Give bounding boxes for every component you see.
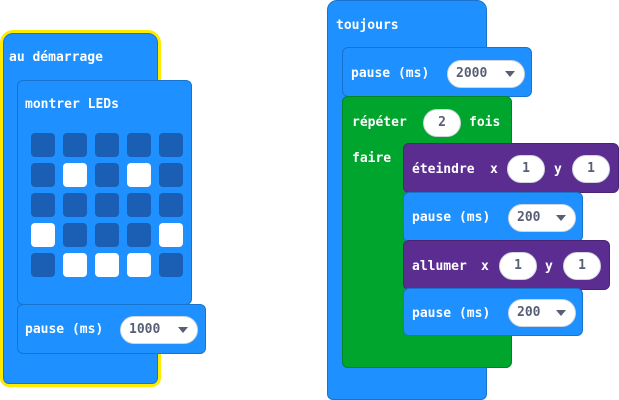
unplot-y-value: 1 <box>587 161 595 176</box>
unplot-y-label: y <box>554 162 562 177</box>
repeat-suffix-label: fois <box>469 115 501 130</box>
show-leds-block[interactable]: montrer LEDs <box>17 80 192 305</box>
on-start-pause-block[interactable]: pause (ms) 1000 <box>17 304 206 354</box>
repeat-count-value: 2 <box>438 115 446 130</box>
plot-x-label: x <box>481 259 489 274</box>
plot-block[interactable]: allumer x 1 y 1 <box>403 240 610 290</box>
led-cell-4-2[interactable] <box>95 253 119 277</box>
repeat-pause-block-2[interactable]: pause (ms) 200 <box>403 288 583 336</box>
led-cell-4-0[interactable] <box>31 253 55 277</box>
plot-y-label: y <box>545 259 553 274</box>
led-cell-3-4[interactable] <box>159 223 183 247</box>
led-cell-0-4[interactable] <box>159 133 183 157</box>
led-cell-1-0[interactable] <box>31 163 55 187</box>
pause-duration-dropdown[interactable]: 200 <box>508 204 576 232</box>
repeat-pause-block-1[interactable]: pause (ms) 200 <box>403 192 583 242</box>
led-cell-0-0[interactable] <box>31 133 55 157</box>
plot-y-input[interactable]: 1 <box>563 252 601 280</box>
pause-duration-value: 200 <box>517 210 541 225</box>
on-start-label: au démarrage <box>9 50 103 65</box>
led-cell-1-1[interactable] <box>63 163 87 187</box>
repeat-label: répéter <box>352 115 407 130</box>
pause-label: pause (ms) <box>25 322 104 337</box>
plot-label: allumer <box>412 259 467 274</box>
show-leds-label: montrer LEDs <box>25 97 119 112</box>
pause-duration-dropdown[interactable]: 2000 <box>447 60 525 88</box>
caret-down-icon <box>556 310 566 316</box>
led-cell-2-0[interactable] <box>31 193 55 217</box>
forever-pause-block[interactable]: pause (ms) 2000 <box>342 47 532 97</box>
led-cell-2-2[interactable] <box>95 193 119 217</box>
led-cell-4-3[interactable] <box>127 253 151 277</box>
plot-x-input[interactable]: 1 <box>499 252 537 280</box>
pause-label: pause (ms) <box>412 306 491 321</box>
unplot-x-input[interactable]: 1 <box>507 155 545 183</box>
pause-duration-value: 1000 <box>129 322 161 337</box>
pause-duration-value: 2000 <box>456 66 488 81</box>
led-cell-1-4[interactable] <box>159 163 183 187</box>
led-cell-4-1[interactable] <box>63 253 87 277</box>
pause-duration-dropdown[interactable]: 1000 <box>120 316 198 344</box>
led-cell-0-3[interactable] <box>127 133 151 157</box>
led-cell-2-4[interactable] <box>159 193 183 217</box>
pause-label: pause (ms) <box>351 66 430 81</box>
led-cell-2-1[interactable] <box>63 193 87 217</box>
led-cell-1-3[interactable] <box>127 163 151 187</box>
led-cell-3-0[interactable] <box>31 223 55 247</box>
repeat-do-label: faire <box>352 151 392 166</box>
unplot-x-label: x <box>490 162 498 177</box>
plot-y-value: 1 <box>578 258 586 273</box>
caret-down-icon <box>556 215 566 221</box>
led-cell-1-2[interactable] <box>95 163 119 187</box>
led-cell-3-3[interactable] <box>127 223 151 247</box>
unplot-label: éteindre <box>412 162 475 177</box>
led-matrix[interactable] <box>31 133 186 283</box>
led-cell-0-1[interactable] <box>63 133 87 157</box>
led-cell-4-4[interactable] <box>159 253 183 277</box>
unplot-x-value: 1 <box>522 161 530 176</box>
unplot-y-input[interactable]: 1 <box>572 155 610 183</box>
led-cell-2-3[interactable] <box>127 193 151 217</box>
plot-x-value: 1 <box>514 258 522 273</box>
led-cell-3-2[interactable] <box>95 223 119 247</box>
pause-label: pause (ms) <box>412 210 491 225</box>
led-cell-0-2[interactable] <box>95 133 119 157</box>
unplot-block[interactable]: éteindre x 1 y 1 <box>403 143 619 193</box>
forever-label: toujours <box>336 18 399 33</box>
caret-down-icon <box>178 327 188 333</box>
repeat-count-input[interactable]: 2 <box>423 109 461 137</box>
caret-down-icon <box>505 71 515 77</box>
pause-duration-value: 200 <box>517 305 541 320</box>
pause-duration-dropdown[interactable]: 200 <box>508 299 576 327</box>
led-cell-3-1[interactable] <box>63 223 87 247</box>
